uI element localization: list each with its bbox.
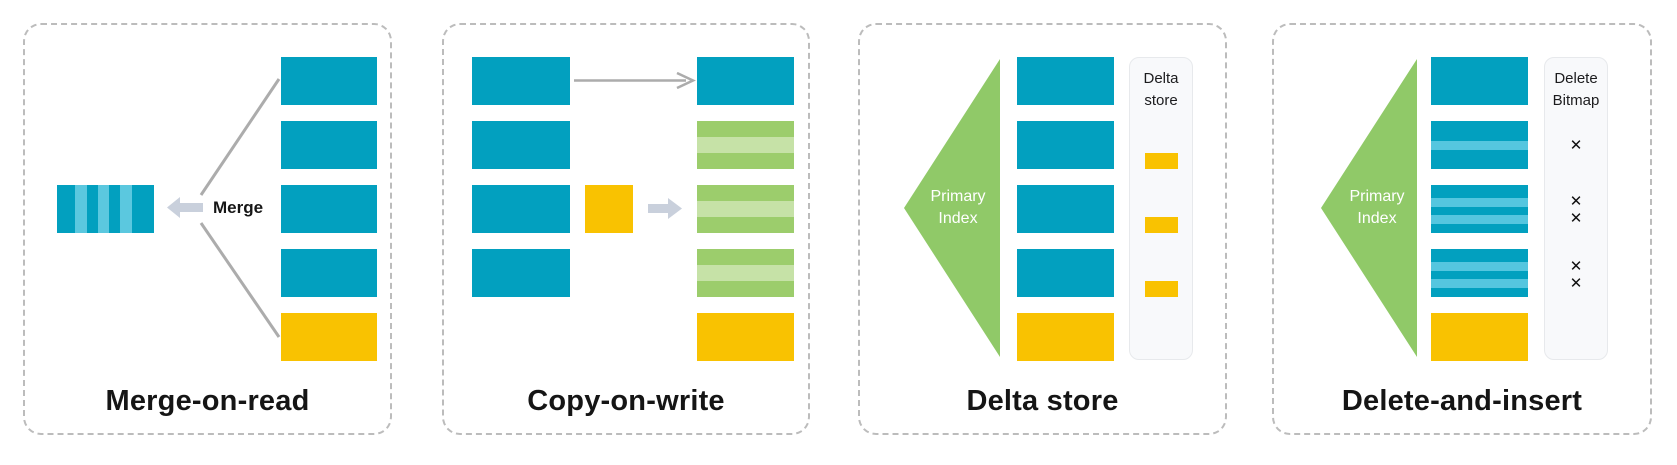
panel-title: Delta store	[966, 385, 1119, 417]
panel-delete-and-insert: Primary Index Delete Bitmap ✕ ✕ ✕ ✕ ✕ De…	[1272, 23, 1652, 435]
primary-index-triangle	[1321, 59, 1417, 357]
data-file-rect	[1017, 57, 1114, 105]
new-data-file-rect	[1017, 313, 1114, 361]
data-file-rect	[281, 185, 377, 233]
data-file-rect	[472, 249, 570, 297]
merge-fan-lines	[199, 78, 281, 338]
data-file-rect	[472, 185, 570, 233]
data-file-rect	[1017, 121, 1114, 169]
rewritten-file-rect	[697, 185, 794, 233]
primary-index-label: Primary Index	[1329, 186, 1425, 230]
delta-record-chip	[1145, 153, 1178, 169]
data-file-rect	[281, 249, 377, 297]
primary-index-triangle	[904, 59, 1000, 357]
data-file-rect	[697, 57, 794, 105]
data-file-deleted-rows-rect	[1431, 185, 1528, 233]
delta-record-chip	[1145, 217, 1178, 233]
primary-index-label: Primary Index	[910, 186, 1006, 230]
data-file-rect	[281, 121, 377, 169]
primary-index-label-line1: Primary	[930, 188, 986, 205]
merge-arrow-left-icon	[167, 197, 203, 218]
delete-mark-icon: ✕	[1569, 274, 1583, 292]
primary-index-label-line1: Primary	[1349, 188, 1405, 205]
copy-arrow-icon	[574, 72, 696, 89]
data-file-deleted-rows-rect	[1431, 121, 1528, 169]
delta-store-label-line1: Delta	[1143, 70, 1179, 87]
new-data-file-rect	[1431, 313, 1528, 361]
panel-delta-store: Primary Index Delta store Delta store	[858, 23, 1227, 435]
new-data-file-rect	[281, 313, 377, 361]
delete-mark-icon: ✕	[1569, 192, 1583, 210]
data-file-rect	[472, 121, 570, 169]
primary-index-label-line2: Index	[1357, 210, 1397, 227]
rewritten-file-rect	[697, 121, 794, 169]
rewritten-file-rect	[697, 249, 794, 297]
delta-store-box: Delta store	[1129, 57, 1193, 360]
panel-merge-on-read: Merge Merge-on-read	[23, 23, 392, 435]
data-file-rect	[1017, 185, 1114, 233]
delete-mark-icon: ✕	[1569, 257, 1583, 275]
delete-bitmap-label-line1: Delete	[1554, 70, 1598, 87]
update-block-rect	[585, 185, 633, 233]
delete-bitmap-box: Delete Bitmap	[1544, 57, 1608, 360]
data-file-deleted-rows-rect	[1431, 249, 1528, 297]
primary-index-label-line2: Index	[938, 210, 978, 227]
new-data-file-rect	[697, 313, 794, 361]
merge-label: Merge	[213, 198, 264, 217]
delete-bitmap-box-label: Delete Bitmap	[1545, 58, 1607, 112]
panel-title: Merge-on-read	[105, 385, 310, 417]
delete-mark-icon: ✕	[1569, 136, 1583, 154]
data-file-rect	[1431, 57, 1528, 105]
panel-title: Delete-and-insert	[1341, 385, 1583, 417]
data-file-rect	[281, 57, 377, 105]
write-arrow-right-icon	[648, 198, 682, 219]
data-file-rect	[472, 57, 570, 105]
delta-store-box-label: Delta store	[1130, 58, 1192, 112]
delete-bitmap-label-line2: Bitmap	[1552, 92, 1600, 109]
data-file-rect	[1017, 249, 1114, 297]
panel-copy-on-write: Copy-on-write	[442, 23, 810, 435]
merged-segment-rect	[57, 185, 154, 233]
panel-title: Copy-on-write	[527, 385, 725, 417]
delta-record-chip	[1145, 281, 1178, 297]
delete-mark-icon: ✕	[1569, 209, 1583, 227]
delta-store-label-line2: store	[1144, 92, 1178, 109]
